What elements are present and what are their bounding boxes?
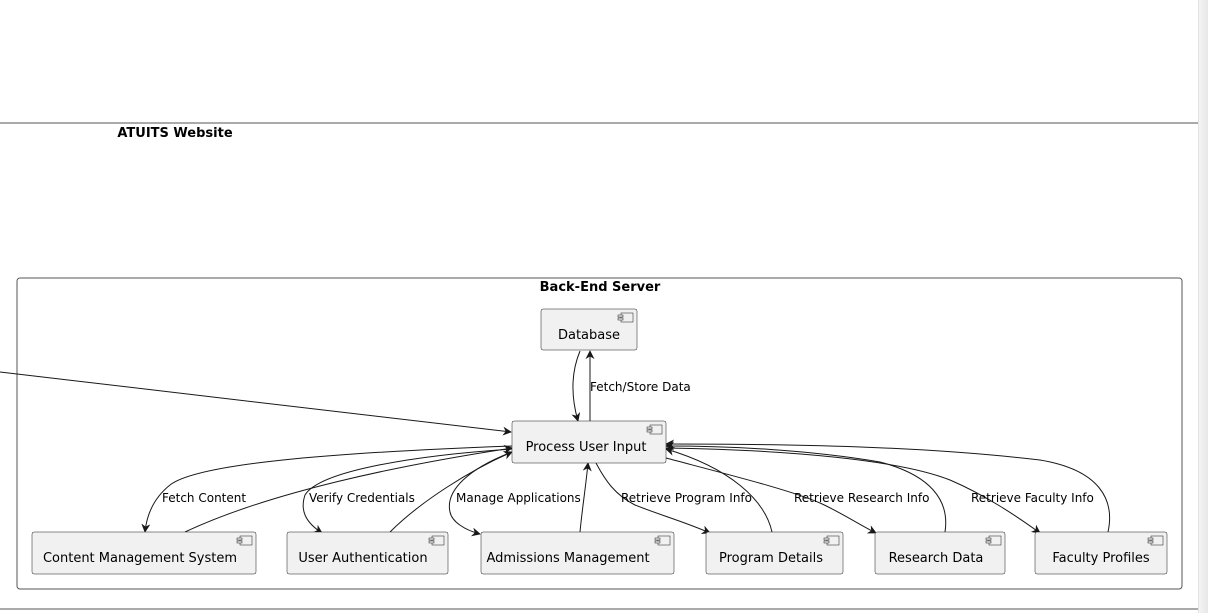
- edge-label-retrieve-faculty-info: Retrieve Faculty Info: [971, 491, 1094, 505]
- edge-database-to-process-user-input: [571, 350, 581, 422]
- component-icon: [985, 535, 1002, 546]
- edge-faculty-profiles-to-process: [665, 439, 1111, 533]
- component-label: Content Management System: [43, 551, 237, 566]
- component-box[interactable]: [286, 531, 449, 575]
- component-research-data[interactable]: Research Data: [874, 531, 1006, 575]
- component-label: Database: [558, 328, 620, 343]
- component-user-authentication[interactable]: User Authentication: [286, 531, 449, 575]
- scrollbar-track[interactable]: [1198, 0, 1208, 613]
- component-icon: [236, 535, 253, 546]
- component-faculty-profiles[interactable]: Faculty Profiles: [1034, 531, 1168, 575]
- component-label: Admissions Management: [486, 551, 649, 566]
- component-icon: [428, 535, 445, 546]
- edge-label-retrieve-program-info: Retrieve Program Info: [621, 491, 752, 505]
- edge-process-to-content-management: [141, 445, 513, 533]
- edge-program-details-to-process: [665, 446, 773, 533]
- component-box[interactable]: [540, 308, 638, 351]
- edge-external-to-process-user-input: [0, 371, 512, 436]
- component-label: Faculty Profiles: [1052, 551, 1150, 566]
- edge-process-to-user-authentication: [302, 448, 513, 534]
- component-program-details[interactable]: Program Details: [705, 531, 844, 575]
- component-icon: [617, 312, 634, 323]
- component-admissions-management[interactable]: Admissions Management: [480, 531, 675, 575]
- component-process-user-input[interactable]: Process User Input: [511, 420, 667, 464]
- component-box[interactable]: [511, 420, 667, 464]
- edge-process-to-admissions: [448, 451, 513, 537]
- package-title: Back-End Server: [540, 280, 661, 295]
- component-icon: [646, 424, 663, 435]
- edge-label-fetch-store-data: Fetch/Store Data: [590, 380, 691, 394]
- edge-label-fetch-content: Fetch Content: [162, 491, 246, 505]
- component-box[interactable]: [480, 531, 675, 575]
- component-icon: [1147, 535, 1164, 546]
- package-title: ATUITS Website: [117, 126, 232, 141]
- edge-content-management-to-process: [184, 444, 513, 533]
- edge-labels: Fetch/Store Data Fetch Content Verify Cr…: [162, 380, 1094, 505]
- edge-label-retrieve-research-info: Retrieve Research Info: [794, 491, 929, 505]
- edge-admissions-to-process: [579, 462, 592, 533]
- component-icon: [654, 535, 671, 546]
- component-content-management-system[interactable]: Content Management System: [31, 531, 257, 575]
- component-box[interactable]: [1034, 531, 1168, 575]
- component-icon: [823, 535, 840, 546]
- edge-process-to-research-data: [665, 457, 877, 534]
- component-box[interactable]: [874, 531, 1006, 575]
- edge-process-to-faculty-profiles: [665, 447, 1041, 534]
- component-label: User Authentication: [298, 551, 427, 566]
- edge-user-authentication-to-process: [389, 451, 513, 533]
- component-label: Process User Input: [526, 440, 647, 455]
- edge-label-manage-applications: Manage Applications: [456, 491, 581, 505]
- component-box[interactable]: [31, 531, 257, 575]
- edge-process-to-program-details: [595, 462, 711, 534]
- component-box[interactable]: [705, 531, 844, 575]
- edge-label-verify-credentials: Verify Credentials: [309, 491, 415, 505]
- component-database[interactable]: Database: [540, 308, 638, 351]
- component-label: Research Data: [889, 551, 984, 566]
- edges: [0, 350, 1111, 537]
- edge-research-data-to-process: [665, 441, 947, 533]
- component-label: Program Details: [719, 551, 823, 566]
